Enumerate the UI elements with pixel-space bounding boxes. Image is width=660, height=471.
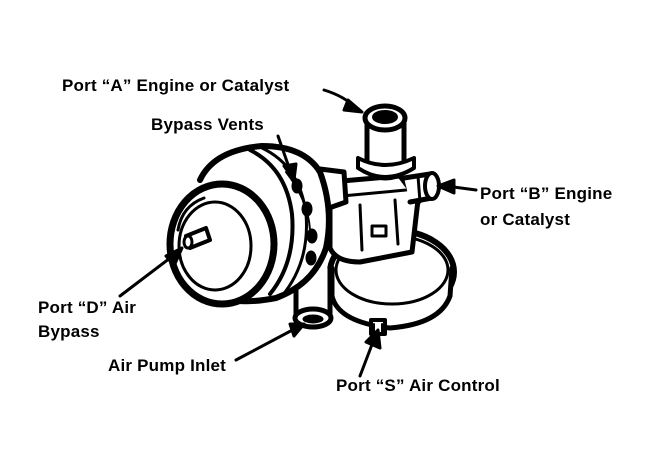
label-port-b-line1: Port “B” Engine (480, 184, 613, 203)
label-port-d-line2: Bypass (38, 322, 100, 341)
leader-arrows (118, 88, 478, 378)
label-port-d-line1: Port “D” Air (38, 298, 137, 317)
label-bypass-vents: Bypass Vents (151, 115, 264, 134)
label-port-s: Port “S” Air Control (336, 376, 500, 395)
port-d-nipple (182, 226, 212, 250)
label-port-a: Port “A” Engine or Catalyst (62, 76, 290, 95)
port-b-tube (401, 171, 441, 205)
valve-body (327, 173, 421, 265)
port-a-tube (356, 103, 416, 181)
label-air-pump-inlet: Air Pump Inlet (108, 356, 227, 375)
label-port-b-line2: or Catalyst (480, 210, 571, 229)
front-cover (166, 180, 278, 308)
bypass-vent-holes (291, 178, 318, 266)
